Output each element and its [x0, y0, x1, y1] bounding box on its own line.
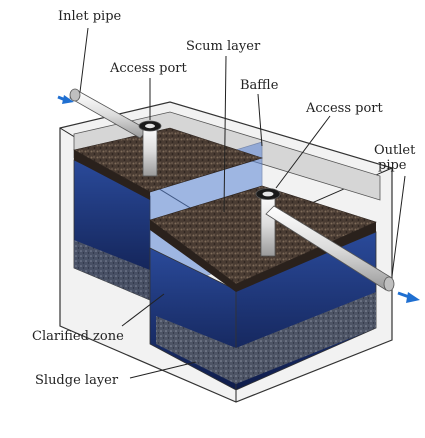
access-port-left	[138, 120, 162, 177]
leader-scum-layer	[223, 55, 227, 213]
leader-access-port-right	[275, 115, 331, 189]
inflow-arrow-icon	[57, 95, 74, 104]
label-baffle: Baffle	[240, 78, 279, 93]
leader-inlet-pipe	[79, 27, 89, 93]
left-chamber-sludge	[74, 240, 150, 300]
left-scum-layer-edge	[74, 150, 150, 200]
label-access-port-right: Access port	[305, 101, 383, 116]
outlet-pipe	[265, 205, 395, 292]
leader-baffle	[257, 93, 263, 147]
right-scum-layer-edge-front	[150, 220, 236, 292]
leader-outlet-pipe	[391, 175, 406, 277]
leader-clarified-zone	[121, 293, 165, 327]
label-scum-layer: Scum layer	[186, 39, 261, 54]
label-outlet-pipe-line2: pipe	[378, 158, 407, 173]
label-access-port-left: Access port	[109, 61, 187, 76]
inlet-pipe	[69, 88, 149, 139]
right-chamber-sludge	[156, 292, 376, 384]
right-scum-layer-edge-side	[236, 222, 376, 292]
outflow-arrow-icon	[397, 291, 420, 303]
label-sludge-layer: Sludge layer	[35, 373, 119, 388]
leader-sludge-layer	[129, 361, 197, 379]
label-inlet-pipe: Inlet pipe	[58, 9, 122, 24]
label-clarified-zone: Clarified zone	[32, 329, 124, 344]
label-outlet-pipe-line1: Outlet	[374, 143, 416, 158]
